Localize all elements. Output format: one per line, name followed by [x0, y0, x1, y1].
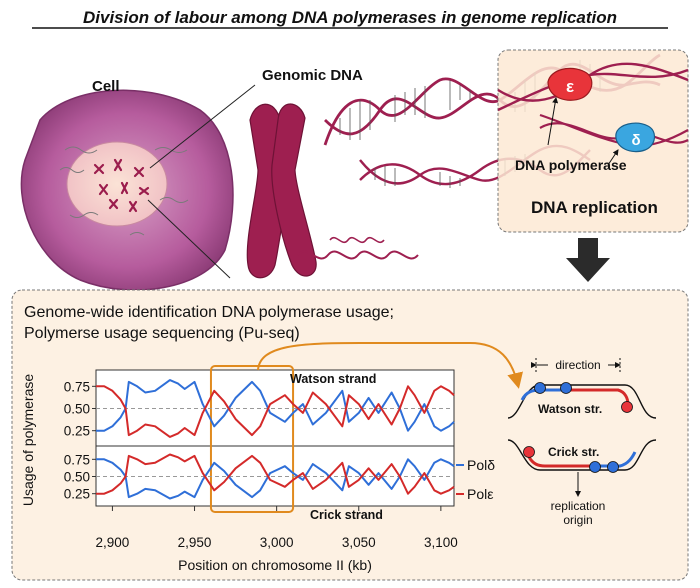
y-tick-label: 0.75	[64, 452, 90, 467]
pointer-delta	[607, 149, 619, 166]
x-tick-label: 2,950	[178, 535, 212, 550]
figure-title: Division of labour among DNA polymerases…	[83, 8, 617, 27]
crick-leading	[527, 456, 595, 468]
crick-strand-line	[507, 439, 657, 471]
fork-schematic: direction Watson str. Crick str. replica…	[507, 358, 657, 527]
chromosome	[246, 103, 317, 279]
crick-str-label: Crick str.	[548, 445, 599, 459]
crick-pole-dot	[523, 446, 535, 458]
plot-frame	[95, 369, 455, 507]
cell-label: Cell	[92, 78, 120, 95]
pol-epsilon: ε	[547, 67, 593, 101]
watson-str-label: Watson str.	[538, 402, 602, 416]
genomic-dna-label: Genomic DNA	[262, 67, 363, 84]
watson-strand-line	[507, 384, 657, 419]
pointer-epsilon	[547, 97, 559, 146]
series-line	[96, 379, 455, 432]
y-axis-label: Usage of polymerase	[20, 374, 36, 507]
pu-seq-heading-1: Genome-wide identification DNA polymeras…	[24, 304, 394, 321]
series-line	[96, 385, 455, 438]
panel-label-watson: Watson strand	[290, 372, 376, 386]
y-tick-label: 0.25	[64, 424, 90, 439]
x-tick-label: 3,050	[342, 535, 376, 550]
pol-epsilon-symbol: ε	[566, 77, 574, 96]
crick-pold-dot	[589, 461, 601, 473]
pu-seq-chart: Usage of polymerase Position on chromoso…	[20, 365, 495, 573]
dna-replication-label: DNA replication	[531, 198, 658, 217]
cytoskeleton	[59, 146, 189, 236]
x-tick-label: 2,900	[96, 535, 130, 550]
cell-illustration: Cell	[20, 78, 234, 291]
down-arrow-icon	[566, 238, 610, 282]
x-axis-label: Position on chromosome II (kb)	[178, 557, 372, 573]
x-tick-label: 3,000	[260, 535, 294, 550]
watson-pold-dot-2	[560, 382, 572, 394]
series-line	[96, 458, 455, 500]
panel-label-crick: Crick strand	[310, 508, 383, 522]
x-tick-label: 3,100	[424, 535, 458, 550]
y-tick-label: 0.50	[64, 402, 90, 417]
origin-label-1: replication	[551, 499, 606, 513]
mini-chromosomes	[93, 158, 150, 213]
pol-delta: δ	[615, 122, 655, 153]
y-tick-label: 0.75	[64, 379, 90, 394]
pol-delta-symbol: δ	[631, 132, 640, 149]
watson-pole-dot	[621, 401, 633, 413]
origin-label-2: origin	[563, 513, 592, 527]
direction-label: direction	[555, 358, 600, 372]
crick-pold-dot-2	[607, 461, 619, 473]
zoom-line-top	[149, 84, 256, 169]
nucleus	[66, 141, 168, 227]
series-line	[96, 453, 455, 495]
zoom-line-bottom	[147, 199, 231, 279]
crick-lagging	[595, 451, 637, 468]
coiled-dna-2	[329, 236, 385, 244]
connector-arrow	[257, 342, 523, 389]
legend-pole: Polε	[467, 486, 493, 502]
y-tick-label: 0.50	[64, 470, 90, 485]
highlight-region	[209, 365, 295, 513]
pu-seq-heading-2: Polymerse usage sequencing (Pu-seq)	[24, 325, 300, 342]
direction-label-bg	[548, 358, 608, 372]
y-tick-label: 0.25	[64, 487, 90, 502]
watson-pold-dot	[534, 382, 546, 394]
dna-polymerase-label: DNA polymerase	[515, 157, 627, 173]
legend-pold: Polδ	[467, 457, 495, 473]
coiled-dna	[297, 250, 419, 260]
